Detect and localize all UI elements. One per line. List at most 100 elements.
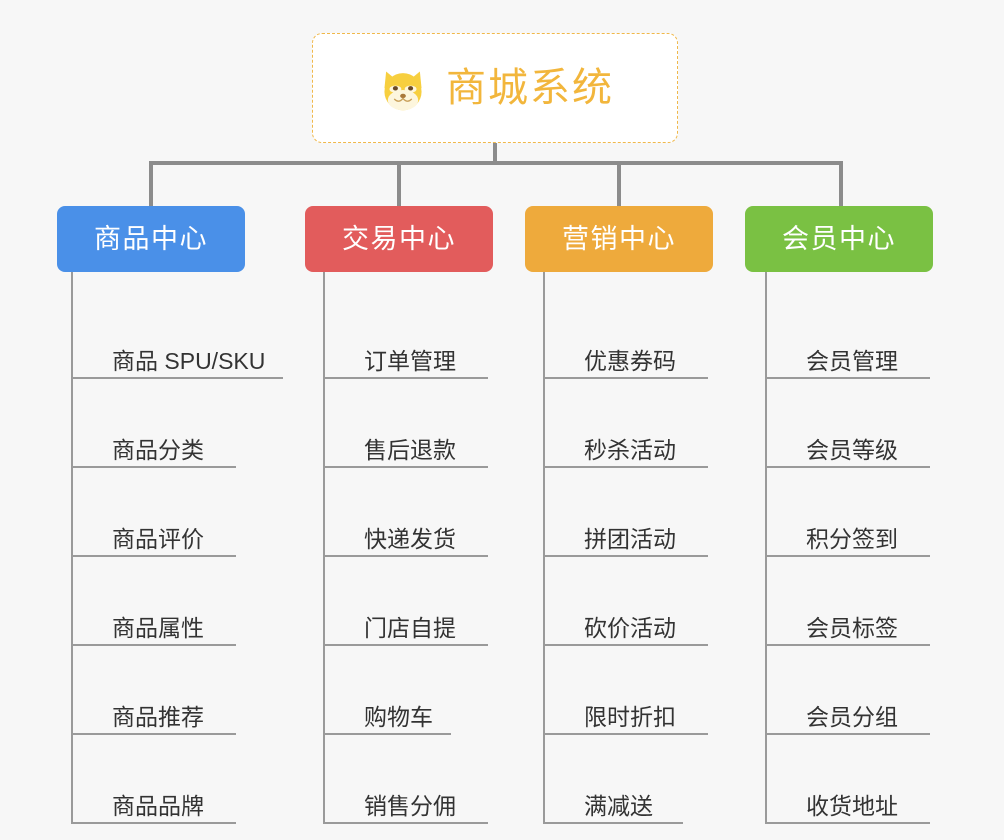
leaf-underline <box>71 822 236 824</box>
leaf-item[interactable]: 会员标签 <box>765 557 975 646</box>
leaf-item[interactable]: 秒杀活动 <box>543 379 753 468</box>
leaf-underline <box>323 644 488 646</box>
leaf-item-label: 收货地址 <box>806 793 898 819</box>
leaf-item[interactable]: 积分签到 <box>765 468 975 557</box>
leaf-item-label: 门店自提 <box>364 615 456 641</box>
leaf-item[interactable]: 商品分类 <box>71 379 281 468</box>
leaf-column-3: 优惠券码秒杀活动拼团活动砍价活动限时折扣满减送 <box>543 290 753 824</box>
leaf-item[interactable]: 会员等级 <box>765 379 975 468</box>
leaf-item-label: 积分签到 <box>806 526 898 552</box>
shiba-dog-face-icon <box>384 71 422 112</box>
leaf-item[interactable]: 限时折扣 <box>543 646 753 735</box>
leaf-item[interactable]: 会员分组 <box>765 646 975 735</box>
leaf-underline <box>323 733 451 735</box>
leaf-item-label: 商品属性 <box>112 615 204 641</box>
leaf-item-label: 秒杀活动 <box>584 437 676 463</box>
leaf-item-label: 限时折扣 <box>584 704 676 730</box>
connector-drop-2 <box>397 161 401 206</box>
leaf-item-label: 会员管理 <box>806 348 898 374</box>
leaf-item[interactable]: 销售分佣 <box>323 735 533 824</box>
leaf-item-label: 商品 SPU/SKU <box>112 348 266 374</box>
leaf-underline <box>323 466 488 468</box>
leaf-item[interactable]: 商品 SPU/SKU <box>71 290 283 379</box>
connector-drop-3 <box>617 161 621 206</box>
leaf-item-label: 购物车 <box>364 704 433 730</box>
root-title: 商城系统 <box>446 66 614 110</box>
leaf-item-label: 快递发货 <box>364 526 456 552</box>
leaf-underline <box>71 733 236 735</box>
category-box-3[interactable]: 营销中心 <box>525 206 713 272</box>
leaf-item[interactable]: 优惠券码 <box>543 290 753 379</box>
leaf-item-label: 商品分类 <box>112 437 204 463</box>
leaf-underline <box>765 377 930 379</box>
connector-stem-column-2 <box>323 272 325 292</box>
leaf-item-label: 商品品牌 <box>112 793 204 819</box>
leaf-item[interactable]: 会员管理 <box>765 290 975 379</box>
leaf-underline <box>323 377 488 379</box>
leaf-item[interactable]: 门店自提 <box>323 557 533 646</box>
connector-root-stem <box>493 143 497 165</box>
category-label-4: 会员中心 <box>782 223 896 254</box>
leaf-item-label: 会员分组 <box>806 704 898 730</box>
leaf-item-label: 拼团活动 <box>584 526 676 552</box>
leaf-item-label: 商品评价 <box>112 526 204 552</box>
leaf-underline <box>765 644 930 646</box>
leaf-underline <box>543 733 708 735</box>
leaf-item-label: 商品推荐 <box>112 704 204 730</box>
leaf-item[interactable]: 订单管理 <box>323 290 533 379</box>
leaf-underline <box>765 466 930 468</box>
category-box-2[interactable]: 交易中心 <box>305 206 493 272</box>
category-label-1: 商品中心 <box>94 223 208 254</box>
category-box-4[interactable]: 会员中心 <box>745 206 933 272</box>
leaf-underline <box>71 377 283 379</box>
leaf-trunk <box>323 290 325 824</box>
leaf-underline <box>765 555 930 557</box>
connector-drop-1 <box>149 161 153 206</box>
leaf-item[interactable]: 满减送 <box>543 735 753 824</box>
leaf-item[interactable]: 售后退款 <box>323 379 533 468</box>
root-node[interactable]: 商城系统 <box>312 33 678 143</box>
leaf-trunk <box>543 290 545 824</box>
leaf-item-label: 砍价活动 <box>584 615 676 641</box>
leaf-item-label: 订单管理 <box>364 348 456 374</box>
connector-stem-column-1 <box>71 272 73 292</box>
leaf-column-1: 商品 SPU/SKU 商品分类商品评价商品属性商品推荐商品品牌 <box>71 290 283 824</box>
leaf-underline <box>765 733 930 735</box>
leaf-underline <box>323 555 488 557</box>
leaf-underline <box>543 466 708 468</box>
leaf-item[interactable]: 拼团活动 <box>543 468 753 557</box>
leaf-column-2: 订单管理售后退款快递发货门店自提购物车销售分佣 <box>323 290 533 824</box>
leaf-item[interactable]: 收货地址 <box>765 735 975 824</box>
leaf-underline <box>765 822 930 824</box>
leaf-underline <box>71 644 236 646</box>
leaf-column-4: 会员管理会员等级积分签到会员标签会员分组收货地址 <box>765 290 975 824</box>
leaf-item-label: 满减送 <box>584 793 653 819</box>
leaf-trunk <box>71 290 73 824</box>
leaf-item[interactable]: 砍价活动 <box>543 557 753 646</box>
leaf-item[interactable]: 快递发货 <box>323 468 533 557</box>
category-label-2: 交易中心 <box>342 223 456 254</box>
leaf-trunk <box>765 290 767 824</box>
leaf-item-label: 会员标签 <box>806 615 898 641</box>
leaf-item[interactable]: 购物车 <box>323 646 533 735</box>
leaf-item[interactable]: 商品推荐 <box>71 646 281 735</box>
leaf-item-label: 销售分佣 <box>364 793 456 819</box>
connector-stem-column-3 <box>543 272 545 292</box>
connector-drop-4 <box>839 161 843 206</box>
connector-horizontal-bus <box>149 161 843 165</box>
leaf-item-label: 会员等级 <box>806 437 898 463</box>
leaf-underline <box>543 644 708 646</box>
leaf-item-label: 售后退款 <box>364 437 456 463</box>
leaf-item[interactable]: 商品属性 <box>71 557 281 646</box>
leaf-underline <box>543 822 683 824</box>
leaf-item-label: 优惠券码 <box>584 348 676 374</box>
connector-stem-column-4 <box>765 272 767 292</box>
leaf-underline <box>543 555 708 557</box>
category-box-1[interactable]: 商品中心 <box>57 206 245 272</box>
leaf-underline <box>543 377 708 379</box>
leaf-item[interactable]: 商品评价 <box>71 468 281 557</box>
leaf-item[interactable]: 商品品牌 <box>71 735 281 824</box>
category-label-3: 营销中心 <box>562 223 676 254</box>
leaf-underline <box>71 555 236 557</box>
